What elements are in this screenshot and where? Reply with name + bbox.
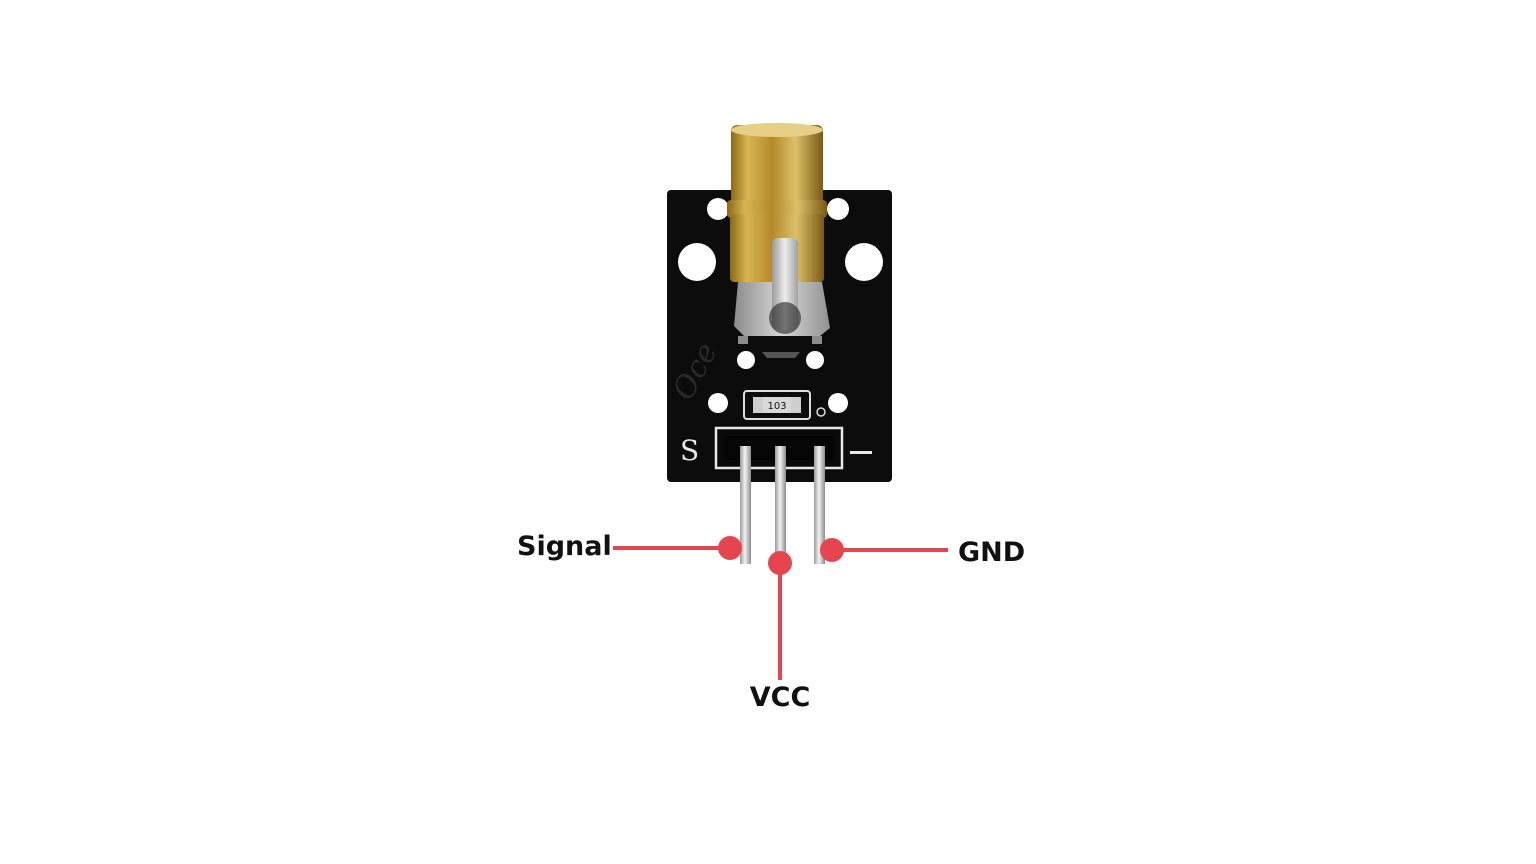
header-pins [740, 446, 825, 564]
mounting-holes [678, 198, 883, 413]
pin-gnd [814, 446, 825, 564]
callout-dot [820, 538, 844, 562]
laser-diode-head [727, 123, 827, 282]
callout-dot [768, 551, 792, 575]
laser-module-image: 103 Oce S [666, 123, 892, 564]
smd-pads [738, 336, 822, 358]
silk-minus-mark [850, 451, 872, 454]
label-vcc: VCC [750, 682, 811, 713]
callout-vcc: VCC [750, 551, 811, 713]
label-signal: Signal [517, 531, 612, 562]
callout-dot [718, 536, 742, 560]
label-gnd: GND [958, 537, 1025, 568]
callout-gnd: GND [820, 537, 1025, 568]
resistor-code: 103 [767, 401, 786, 412]
diode-bracket [734, 238, 830, 336]
smd-resistor: 103 [743, 390, 826, 420]
silk-s-label: S [680, 434, 699, 467]
pin-vcc [775, 446, 786, 564]
pin-signal [740, 446, 751, 564]
callout-signal: Signal [517, 531, 742, 562]
